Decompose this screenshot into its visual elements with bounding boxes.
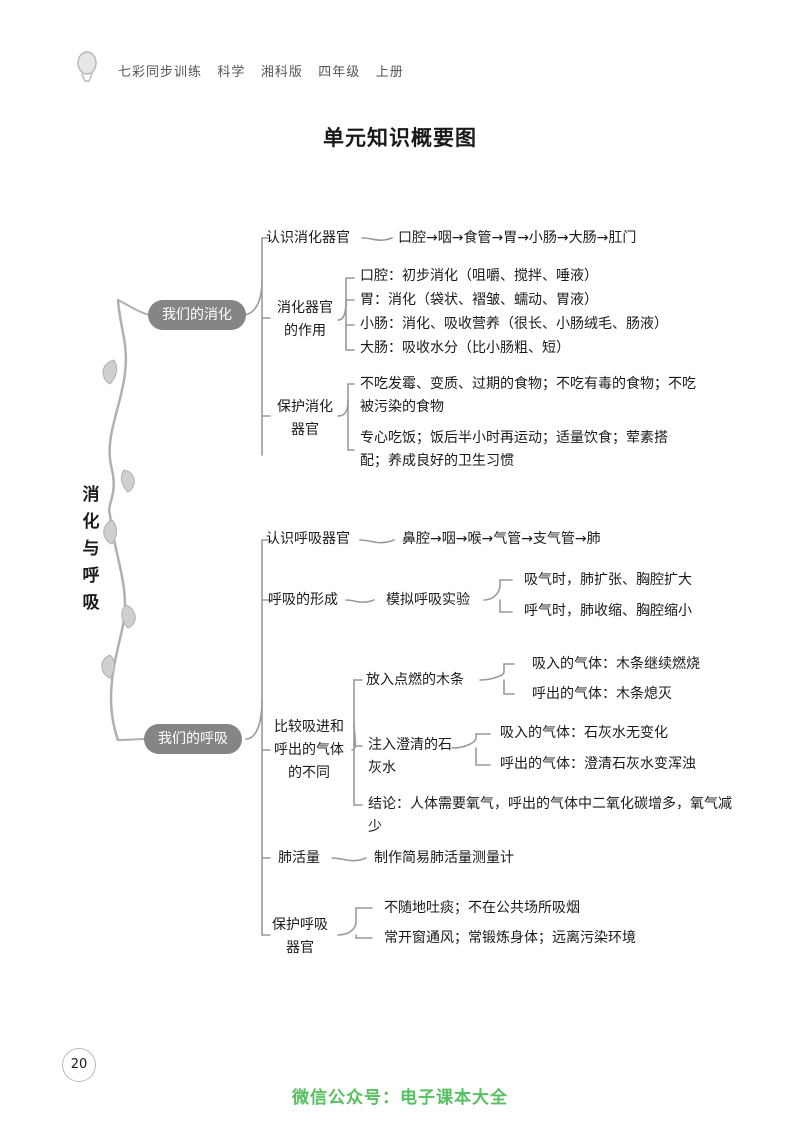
page-number: 20 [62, 1048, 96, 1082]
protect-digestive-node: 保护消化器官 [277, 399, 333, 438]
lung-capacity-node: 肺活量 [278, 850, 320, 866]
balloon-logo-icon [77, 51, 97, 82]
breathing-experiment: 模拟呼吸实验 [386, 592, 470, 608]
root-topic: 消化与呼吸 [82, 485, 100, 613]
running-header: 七彩同步训练 科学 湘科版 四年级 上册 [118, 61, 404, 80]
limewater-result: 呼出的气体：澄清石灰水变浑浊 [500, 756, 696, 772]
know-respiratory-organs: 认识呼吸器官 [266, 531, 350, 547]
protect-resp-item: 常开窗通风；常锻炼身体；远离污染环境 [384, 930, 636, 946]
grade-name: 四年级 [318, 65, 361, 80]
respiration-node: 我们的呼吸 [144, 724, 242, 754]
wood-result: 吸入的气体：木条继续燃烧 [532, 656, 700, 672]
watermark-text: 微信公众号：电子课本大全 [292, 1088, 508, 1108]
book-name: 七彩同步训练 [118, 65, 203, 80]
protect-resp-item: 不随地吐痰；不在公共场所吸烟 [384, 900, 580, 916]
conclusion-text: 结论：人体需要氧气，呼出的气体中二氧化碳增多，氧气减少 [368, 796, 732, 835]
formation-item: 呼气时，肺收缩、胸腔缩小 [524, 603, 692, 619]
protect-respiratory-node: 保护呼吸器官 [272, 917, 328, 956]
digestion-node: 我们的消化 [148, 300, 246, 330]
function-item: 小肠：消化、吸收营养（很长、小肠绒毛、肠液） [360, 316, 668, 332]
limewater-test: 注入澄清的石灰水 [368, 737, 452, 776]
know-digestive-organs: 认识消化器官 [266, 230, 350, 246]
protect-item: 不吃发霉、变质、过期的食物；不吃有毒的食物；不吃被污染的食物 [360, 376, 696, 415]
function-item: 口腔：初步消化（咀嚼、搅拌、唾液） [360, 268, 598, 284]
function-item: 大肠：吸收水分（比小肠粗、短） [360, 340, 570, 356]
edition-name: 湘科版 [260, 65, 303, 80]
leaf-icon [101, 359, 136, 679]
formation-item: 吸气时，肺扩张、胸腔扩大 [524, 572, 692, 588]
page-title: 单元知识概要图 [323, 126, 477, 150]
breathing-formation-node: 呼吸的形成 [268, 592, 338, 608]
function-item: 胃：消化（袋状、褶皱、蠕动、胃液） [360, 292, 598, 308]
wood-result: 呼出的气体：木条熄灭 [532, 686, 672, 702]
compare-gas-node: 比较吸进和呼出的气体的不同 [274, 719, 344, 781]
digestive-path: 口腔→咽→食管→胃→小肠→大肠→肛门 [398, 230, 637, 246]
respiratory-path: 鼻腔→咽→喉→气管→支气管→肺 [402, 531, 601, 547]
wood-test: 放入点燃的木条 [366, 672, 464, 688]
limewater-result: 吸入的气体：石灰水无变化 [500, 725, 668, 741]
subject-name: 科学 [217, 65, 246, 80]
lung-capacity-item: 制作简易肺活量测量计 [374, 850, 514, 866]
volume-name: 上册 [375, 65, 404, 80]
digestive-function-node: 消化器官的作用 [277, 300, 333, 339]
protect-item: 专心吃饭；饭后半小时再运动；适量饮食；荤素搭配；养成良好的卫生习惯 [360, 430, 668, 469]
